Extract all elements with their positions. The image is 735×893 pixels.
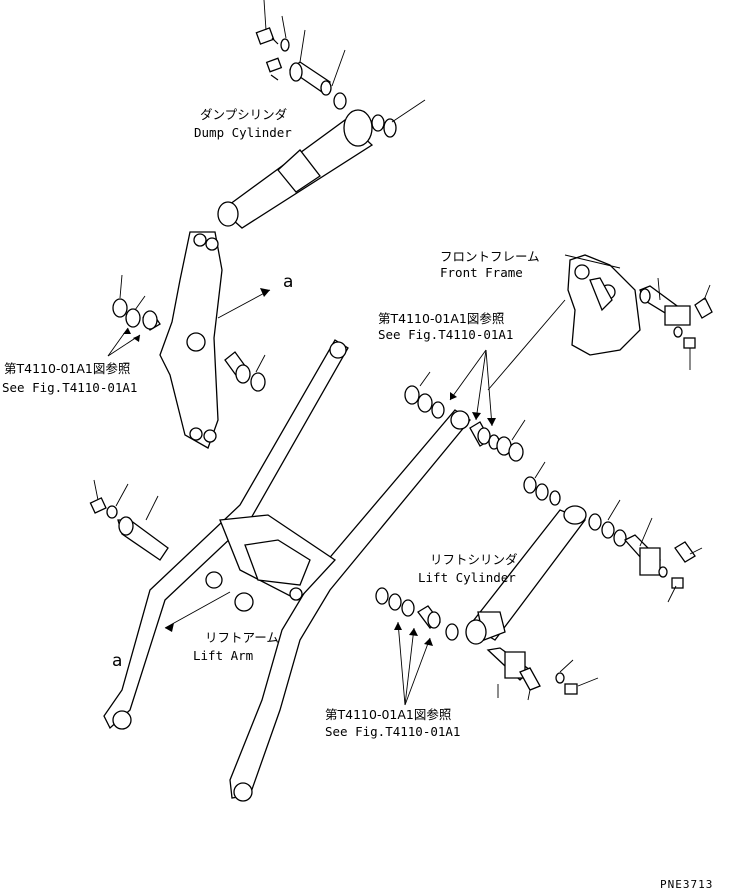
lift-cylinder-rod-pin — [486, 647, 599, 701]
lift-arm-lower-bushings — [375, 587, 459, 706]
lift-arm-left-pin — [89, 479, 169, 561]
dump-top-bolt — [255, 27, 290, 52]
dump-cylinder-label-jp: ダンプシリンダ — [200, 107, 287, 122]
dump-pin — [288, 61, 332, 96]
ref-right-label-jp: 第T4110-01A1図参照 — [378, 311, 504, 326]
lift-cylinder-label-jp: リフトシリンダ — [430, 552, 518, 567]
dump-spacer-1 — [333, 92, 347, 110]
lift-cylinder-head-pin — [623, 517, 703, 603]
marker-a-bottom: a — [112, 651, 122, 671]
bell-crank-bushings-left — [107, 274, 161, 357]
lift-arm-top-bushings — [404, 299, 566, 462]
dump-washer — [383, 118, 397, 138]
dump-cylinder-assembly — [217, 0, 426, 229]
dump-cylinder-label-en: Dump Cylinder — [194, 125, 292, 140]
lift-cylinder — [465, 461, 627, 645]
lift-arm — [103, 339, 471, 802]
bell-crank — [159, 231, 271, 449]
ref-bottom-label-en: See Fig.T4110-01A1 — [325, 724, 460, 739]
front-frame-pin — [639, 277, 713, 370]
ref-left-label-jp: 第T4110-01A1図参照 — [4, 361, 130, 376]
marker-a-top: a — [283, 272, 293, 292]
ref-right-label-en: See Fig.T4110-01A1 — [378, 327, 513, 342]
ref-bottom-label-jp: 第T4110-01A1図参照 — [325, 707, 451, 722]
ref-left-label-en: See Fig.T4110-01A1 — [2, 380, 137, 395]
dump-spacer-2 — [371, 114, 385, 132]
bell-crank-bushings-right — [224, 351, 266, 392]
figure-code: PNE3713 — [660, 878, 713, 891]
front-frame — [564, 254, 641, 356]
lift-arm-label-jp: リフトアーム — [205, 630, 279, 645]
lift-arm-label-en: Lift Arm — [193, 648, 253, 663]
dump-cylinder-body — [217, 109, 374, 229]
dump-grease-fitting — [265, 57, 283, 81]
front-frame-label-jp: フロントフレーム — [440, 249, 540, 264]
front-frame-label-en: Front Frame — [440, 265, 523, 280]
lift-cylinder-label-en: Lift Cylinder — [418, 570, 516, 585]
